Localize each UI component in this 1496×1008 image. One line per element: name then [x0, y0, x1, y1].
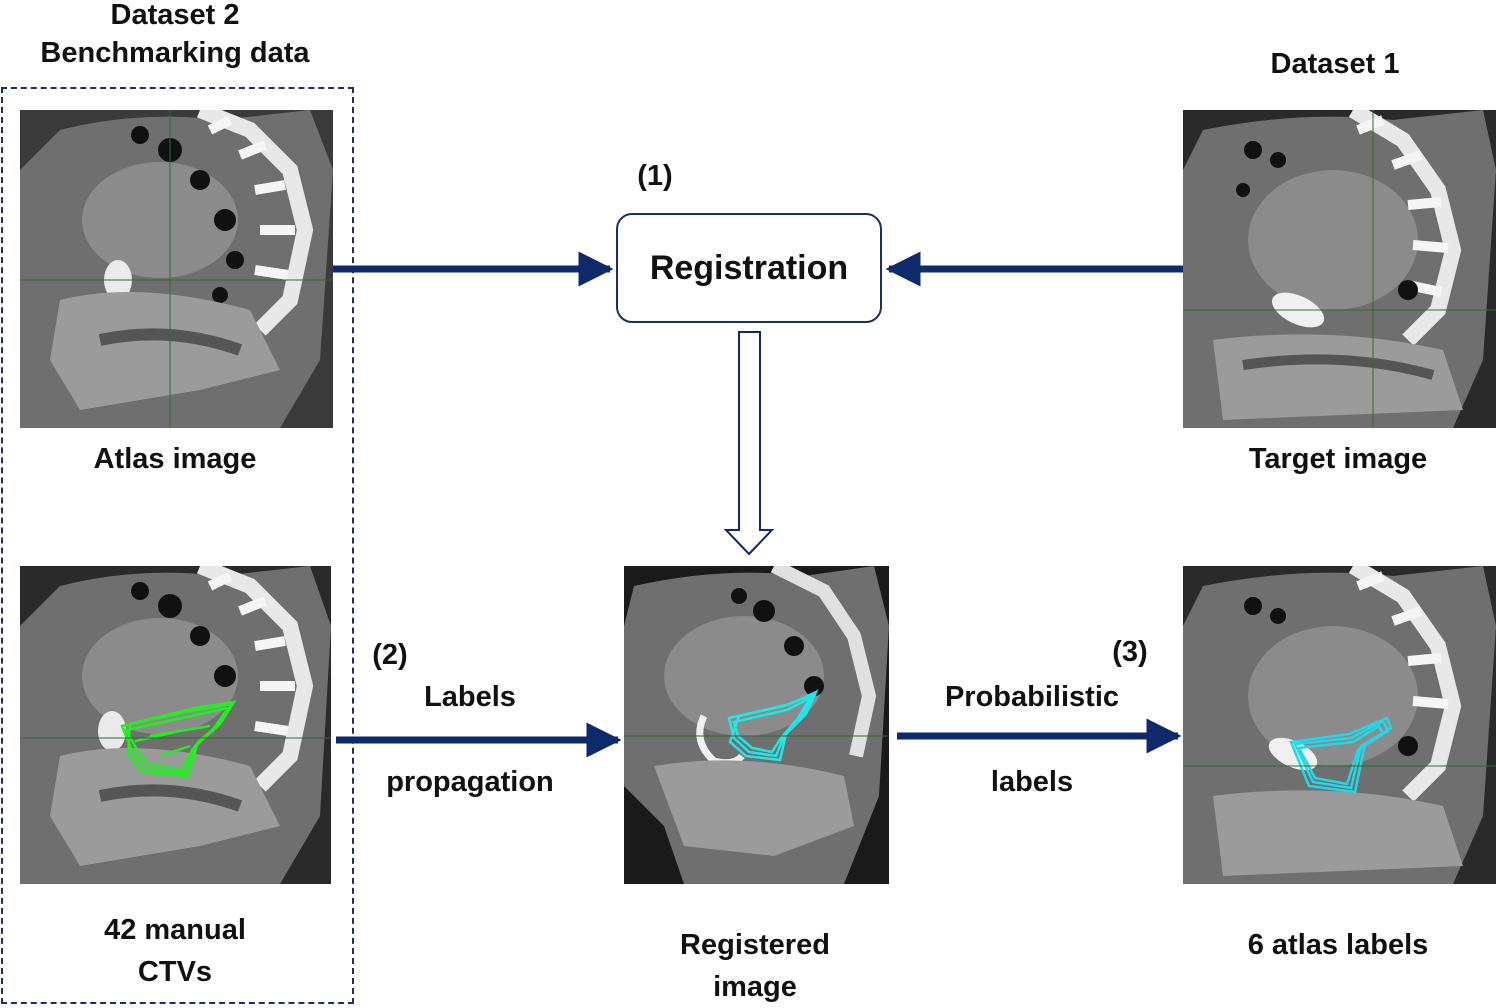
- probabilistic-labels-line1: Probabilistic: [944, 681, 1120, 713]
- atlas-labels-image: [1183, 566, 1496, 884]
- step-2-label: (2): [372, 639, 408, 671]
- atlas-image: [20, 110, 333, 428]
- manual-ctvs-caption-line2: CTVs: [137, 956, 213, 988]
- registered-image-caption-line2: image: [713, 971, 797, 1003]
- target-image-caption: Target image: [1248, 443, 1428, 475]
- registration-label: Registration: [649, 248, 849, 287]
- labels-propagation-line1: Labels: [424, 681, 516, 713]
- manual-ctvs-caption-line1: 42 manual: [104, 914, 246, 946]
- target-image: [1183, 110, 1496, 428]
- manual-ctvs-image: [20, 566, 331, 884]
- registered-image-caption-line1: Registered: [680, 929, 830, 961]
- dataset2-group-box: [1, 87, 354, 1004]
- step-1-label: (1): [637, 160, 673, 192]
- atlas-image-caption: Atlas image: [93, 443, 257, 475]
- dataset1-title: Dataset 1: [1270, 48, 1400, 80]
- step-3-label: (3): [1112, 636, 1148, 668]
- probabilistic-labels-line2: labels: [990, 766, 1074, 798]
- registration-down-arrow: [723, 331, 775, 556]
- registration-box: Registration: [616, 213, 882, 323]
- registered-image: [624, 566, 889, 884]
- dataset2-title: Dataset 2: [110, 0, 240, 31]
- atlas-labels-caption: 6 atlas labels: [1247, 929, 1429, 961]
- labels-propagation-line2: propagation: [386, 766, 554, 798]
- dataset2-subtitle: Benchmarking data: [40, 37, 310, 69]
